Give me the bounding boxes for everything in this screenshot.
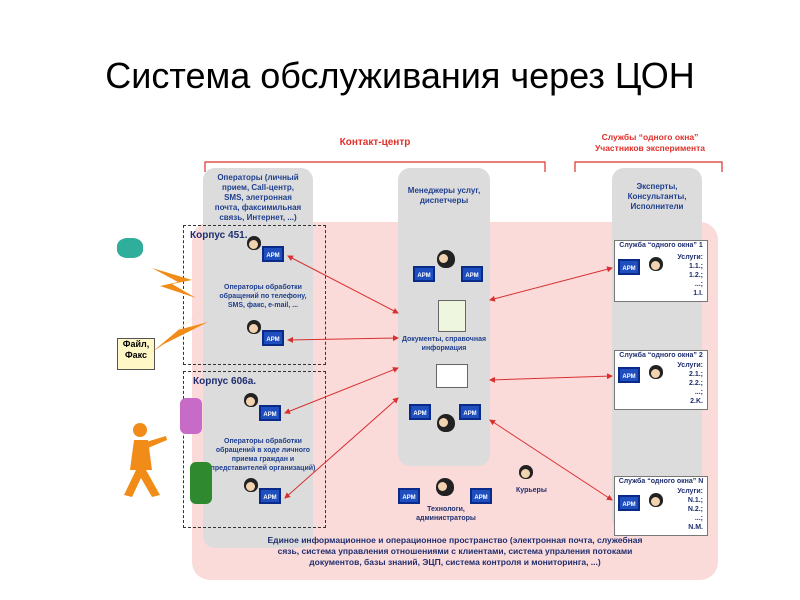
- experts-column: [612, 168, 702, 530]
- arm-workstation-icon: АРМ: [618, 367, 640, 383]
- service-box-2: Служба “одного окна” 2 АРМ Услуги:2.1.;2…: [614, 350, 708, 410]
- flow-arrow: [489, 266, 613, 302]
- arm-workstation-icon: АРМ: [259, 405, 281, 421]
- arm-workstation-icon: АРМ: [459, 404, 481, 420]
- korpus-451-label: Корпус 451.: [190, 230, 248, 241]
- person-figure-icon: [124, 423, 167, 497]
- service-box-1: Служба “одного окна” 1 АРМ Услуги:1.1.;1…: [614, 240, 708, 302]
- flow-arrow: [284, 397, 399, 499]
- expert-icon: [649, 257, 663, 271]
- flow-arrow: [287, 255, 399, 314]
- one-window-header: Службы “одного окна”Участников экспериме…: [594, 132, 705, 153]
- arm-workstation-icon: АРМ: [262, 246, 284, 262]
- document-icon: [438, 300, 466, 332]
- tech-label: Технологи,администраторы: [416, 506, 476, 522]
- arm-workstation-icon: АРМ: [259, 488, 281, 504]
- managers-column-label: Менеджеры услуг,диспетчеры: [407, 186, 481, 205]
- flow-arrow: [489, 373, 613, 383]
- file-fax-note: Файл,Факс: [117, 338, 155, 370]
- arm-workstation-icon: АРМ: [461, 266, 483, 282]
- lightning-icon: [152, 312, 208, 352]
- arm-workstation-icon: АРМ: [413, 266, 435, 282]
- page-title: Система обслуживания через ЦОН: [105, 55, 695, 96]
- client-icon: [190, 462, 212, 504]
- korpus-606a-label: Корпус 606а.: [193, 376, 257, 387]
- technologist-icon: [436, 478, 454, 496]
- bottom-text: Единое информационное и операционное про…: [267, 535, 643, 567]
- operator-icon: [244, 478, 258, 492]
- telephone-icon: [117, 238, 143, 258]
- manager-icon: [437, 250, 455, 268]
- operator-icon: [247, 236, 261, 250]
- operator-icon: [247, 320, 261, 334]
- certificate-icon: [436, 364, 468, 388]
- flow-arrow: [287, 335, 399, 343]
- arm-workstation-icon: АРМ: [618, 259, 640, 275]
- arm-workstation-icon: АРМ: [262, 330, 284, 346]
- lightning-icon: [152, 268, 196, 298]
- arm-workstation-icon: АРМ: [409, 404, 431, 420]
- expert-icon: [649, 365, 663, 379]
- contact-center-label: Контакт-центр: [339, 137, 411, 148]
- manager-icon: [437, 414, 455, 432]
- service-box-n: Служба “одного окна” N АРМ Услуги:N.1.;N…: [614, 476, 708, 536]
- expert-icon: [649, 493, 663, 507]
- flow-arrow: [284, 367, 399, 414]
- flow-arrow: [489, 419, 613, 501]
- arm-workstation-icon: АРМ: [398, 488, 420, 504]
- operator-icon: [244, 393, 258, 407]
- arm-workstation-icon: АРМ: [618, 495, 640, 511]
- client-icon: [180, 398, 202, 434]
- experts-column-label: Эксперты,Консультанты,Исполнители: [627, 182, 687, 211]
